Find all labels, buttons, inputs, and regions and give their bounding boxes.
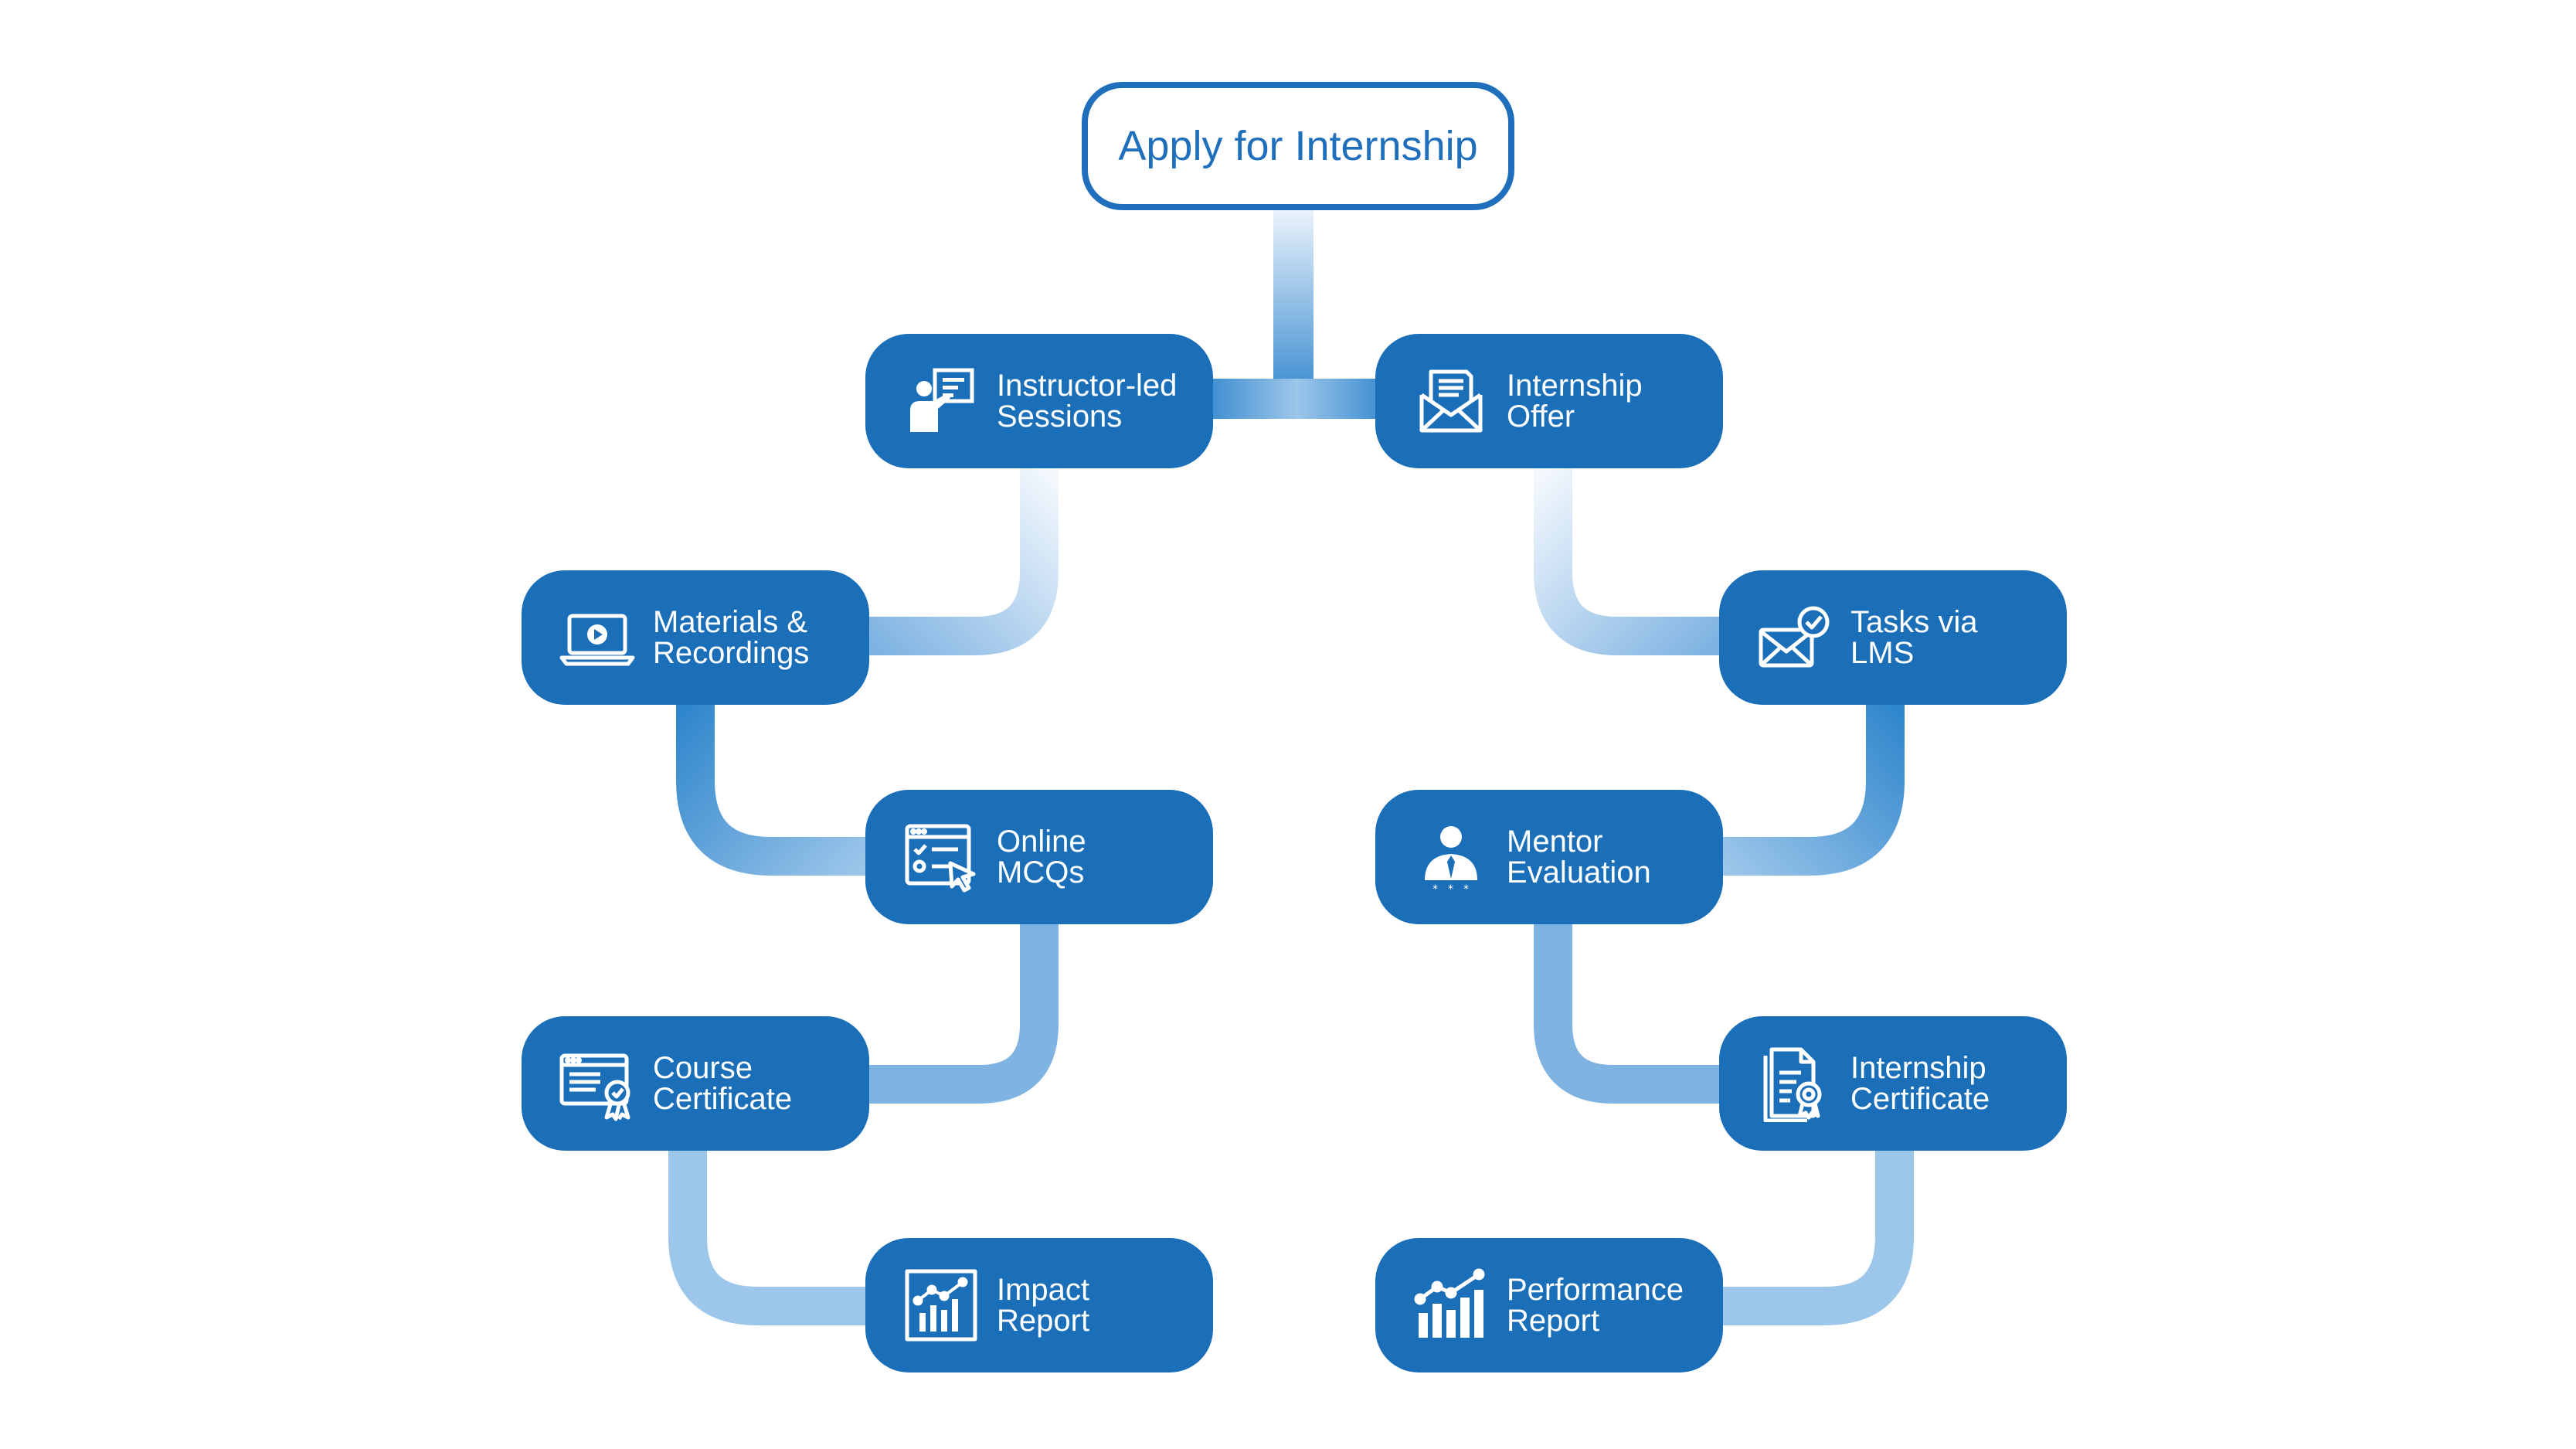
- label-line-1: Mentor: [1507, 825, 1603, 859]
- label-line-2: Sessions: [997, 400, 1123, 434]
- checklist-cursor-icon: [902, 818, 980, 896]
- label-line-2: LMS: [1850, 636, 1915, 670]
- laptop-play-icon: [559, 599, 636, 676]
- node-label: Course Certificate: [653, 1053, 792, 1114]
- node-label: Online MCQs: [997, 826, 1086, 888]
- node-label: Tasks via LMS: [1850, 607, 1978, 668]
- svg-text:*: *: [1463, 883, 1469, 896]
- bar-chart-icon: [902, 1267, 980, 1344]
- label-line-1: Internship: [1507, 369, 1643, 403]
- mail-check-icon: [1756, 599, 1833, 676]
- connector-mcqs-to-course-cert: [865, 923, 1059, 1104]
- node-internship-offer: Internship Offer: [1375, 334, 1723, 468]
- node-label: Internship Certificate: [1850, 1053, 1990, 1114]
- node-label: Impact Report: [997, 1274, 1089, 1336]
- label-line-1: Instructor-led: [997, 369, 1178, 403]
- label-line-1: Internship: [1850, 1051, 1986, 1085]
- connector-offer-to-tasks: [1534, 468, 1723, 655]
- node-instructor-led-sessions: Instructor-led Sessions: [865, 334, 1213, 468]
- label-line-1: Impact: [997, 1273, 1090, 1307]
- connector-instructor-to-materials: [865, 468, 1059, 655]
- connector-internship-cert-to-performance: [1715, 1149, 1914, 1325]
- node-label: Internship Offer: [1507, 370, 1643, 432]
- node-impact-report: Impact Report: [865, 1238, 1213, 1372]
- bar-chart-trend-icon: [1412, 1267, 1490, 1344]
- envelope-letter-icon: [1412, 362, 1490, 440]
- root-connector: [1273, 210, 1313, 396]
- connector-materials-to-mcqs: [676, 699, 873, 876]
- label-line-1: Tasks via: [1850, 605, 1978, 639]
- node-performance-report: Performance Report: [1375, 1238, 1723, 1372]
- document-badge-icon: [1756, 1045, 1833, 1122]
- connector-mentor-to-internship-cert: [1534, 923, 1723, 1104]
- node-mentor-evaluation: * * * Mentor Evaluation: [1375, 790, 1723, 924]
- label-line-2: Report: [1507, 1304, 1600, 1338]
- node-materials-recordings: Materials & Recordings: [522, 570, 869, 705]
- certificate-ribbon-icon: [559, 1045, 636, 1122]
- label-line-1: Course: [653, 1051, 753, 1085]
- label-line-1: Online: [997, 825, 1086, 859]
- node-internship-certificate: Internship Certificate: [1719, 1016, 2067, 1151]
- connector-tasks-to-mentor: [1715, 699, 1905, 876]
- label-line-2: Recordings: [653, 636, 810, 670]
- first-row-connector: [1205, 379, 1388, 419]
- node-course-certificate: Course Certificate: [522, 1016, 869, 1151]
- label-line-1: Materials &: [653, 605, 808, 639]
- node-label: Materials & Recordings: [653, 607, 809, 668]
- mentor-rating-icon: * * *: [1412, 818, 1490, 896]
- connector-course-cert-to-impact: [668, 1149, 873, 1325]
- node-label: Performance Report: [1507, 1274, 1684, 1336]
- label-line-2: Certificate: [1850, 1082, 1990, 1116]
- label-line-2: Evaluation: [1507, 855, 1651, 889]
- node-tasks-via-lms: Tasks via LMS: [1719, 570, 2067, 705]
- node-label: Instructor-led Sessions: [997, 370, 1177, 432]
- label-line-2: MCQs: [997, 855, 1085, 889]
- label-line-2: Offer: [1507, 400, 1575, 434]
- label-line-2: Certificate: [653, 1082, 793, 1116]
- label-line-1: Performance: [1507, 1273, 1684, 1307]
- node-label: Mentor Evaluation: [1507, 826, 1651, 888]
- presenter-board-icon: [902, 362, 980, 440]
- apply-for-internship-box: Apply for Internship: [1082, 82, 1514, 210]
- svg-text:*: *: [1448, 883, 1453, 896]
- node-online-mcqs: Online MCQs: [865, 790, 1213, 924]
- svg-text:*: *: [1432, 883, 1438, 896]
- apply-for-internship-label: Apply for Internship: [1118, 123, 1478, 169]
- label-line-2: Report: [997, 1304, 1090, 1338]
